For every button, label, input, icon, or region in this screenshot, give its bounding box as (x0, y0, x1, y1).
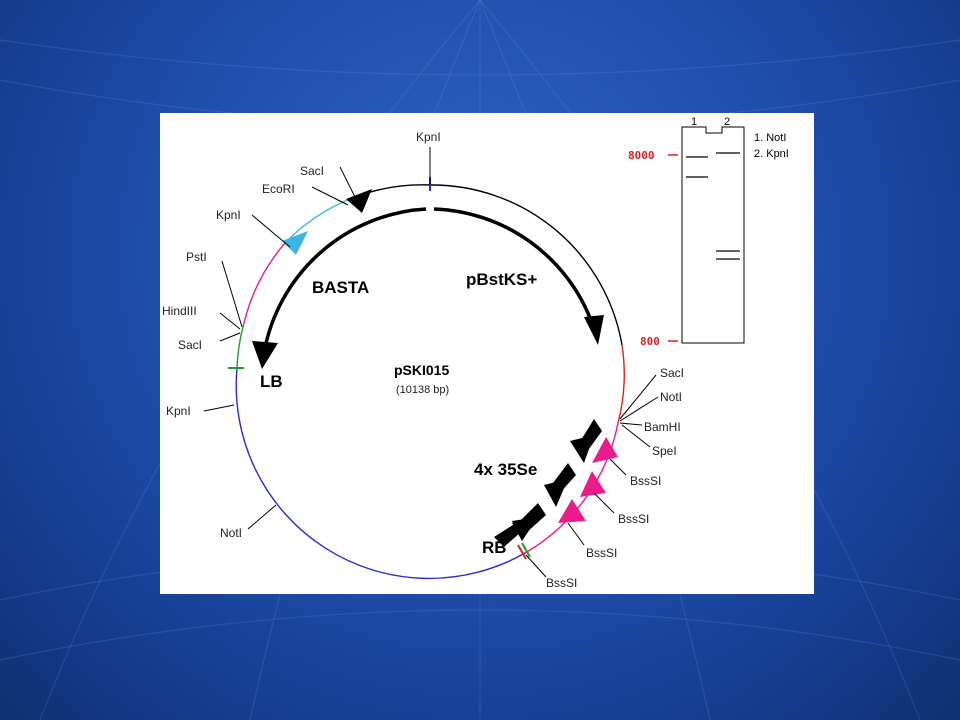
feature-lb: LB (260, 372, 283, 391)
feature-rb: RB (482, 538, 507, 557)
site-kpni-top: KpnI (416, 130, 441, 144)
saci-arrowhead (346, 189, 372, 213)
figure-panel: KpnI SacI EcoRI KpnI PstI HindIII SacI K… (160, 113, 814, 594)
site-bsssi-2: BssSI (618, 512, 649, 526)
site-bsssi-4: BssSI (546, 576, 577, 590)
plasmid-map: KpnI SacI EcoRI KpnI PstI HindIII SacI K… (162, 116, 789, 590)
site-noti-low: NotI (220, 526, 242, 540)
site-ecori: EcoRI (262, 182, 295, 196)
plasmid-name: pSKI015 (394, 362, 449, 378)
site-bsssi-1: BssSI (630, 474, 661, 488)
site-spei: SpeI (652, 444, 677, 458)
gel-key-1: 1. NotI (754, 132, 786, 144)
feature-pbstks: pBstKS+ (466, 270, 537, 289)
basta-arrowhead (252, 341, 278, 369)
site-saci-right: SacI (660, 366, 684, 380)
site-noti-right: NotI (660, 390, 682, 404)
marker-8000: 8000 (628, 149, 655, 162)
gel-inset: 1 2 8000 800 1. NotI 2. KpnI (628, 116, 789, 348)
site-kpni-low: KpnI (166, 404, 191, 418)
gel-lane-2: 2 (724, 116, 730, 128)
site-leader-lines (203, 147, 659, 578)
enhancer-arrows (494, 419, 602, 547)
plasmid-size: (10138 bp) (396, 384, 449, 396)
backbone-arc (429, 184, 623, 346)
feature-basta: BASTA (312, 278, 369, 297)
basta-flank-arc (243, 242, 286, 324)
rb-tick-2 (521, 542, 531, 558)
feature-4x35se: 4x 35Se (474, 460, 537, 479)
site-hindiii: HindIII (162, 304, 197, 318)
site-saci-top: SacI (300, 164, 324, 178)
marker-800: 800 (640, 335, 660, 348)
gel-key-2: 2. KpnI (754, 148, 789, 160)
cyan-arrowhead (282, 231, 308, 255)
site-saci-left: SacI (178, 338, 202, 352)
tdna-arc (235, 367, 526, 580)
gel-lane-1: 1 (691, 116, 697, 128)
site-bsssi-3: BssSI (586, 546, 617, 560)
site-bamhi: BamHI (644, 420, 681, 434)
left-border-arc (236, 322, 245, 369)
pbstks-arrow (433, 207, 594, 324)
marker-region-arc (617, 344, 625, 424)
site-psti: PstI (186, 250, 207, 264)
site-kpni-left: KpnI (216, 208, 241, 222)
rb-tick (517, 544, 527, 560)
basta-gene-arrow (262, 207, 427, 354)
pbstks-arrowhead (584, 315, 604, 345)
bsssi-arrows (558, 437, 618, 523)
enhancer-region-arc (524, 422, 619, 554)
